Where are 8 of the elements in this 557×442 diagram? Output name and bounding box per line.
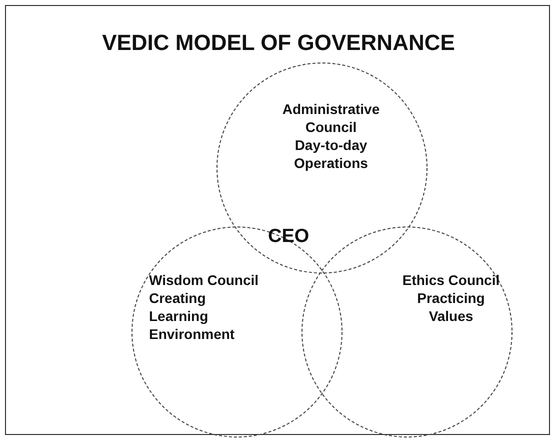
council-role: Practicing Values: [416, 289, 486, 325]
council-role: Day-to-day Operations: [293, 136, 369, 172]
center-label: CEO: [268, 226, 310, 248]
diagram-title: VEDIC MODEL OF GOVERNANCE: [101, 30, 456, 56]
council-name: Ethics Council: [401, 271, 501, 289]
council-name: Wisdom Council: [149, 271, 259, 289]
council-name: Administrative Council: [281, 100, 381, 136]
council-role: Creating Learning Environment: [149, 289, 236, 343]
